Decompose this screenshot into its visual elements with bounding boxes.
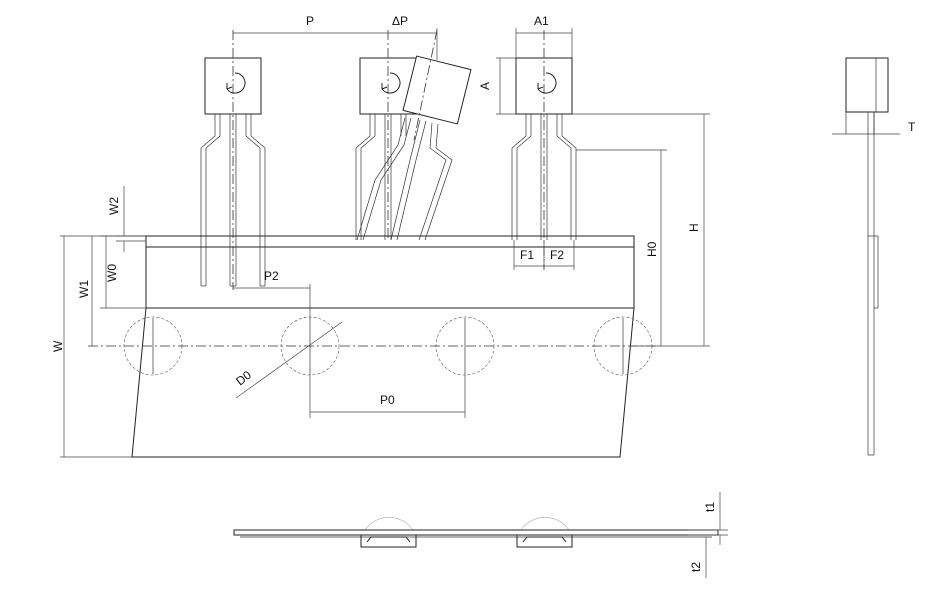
bottom-view (233, 492, 728, 578)
transistor-2 (355, 30, 417, 240)
label-W: W (51, 340, 65, 352)
label-P2: P2 (264, 269, 279, 283)
transistor-3 (511, 30, 577, 270)
label-A1: A1 (534, 14, 549, 28)
label-dP: ΔP (392, 14, 408, 28)
side-view (832, 57, 900, 456)
label-A: A (478, 82, 492, 90)
label-H0: H0 (645, 241, 659, 257)
label-t1: t1 (703, 502, 717, 512)
label-T: T (908, 120, 916, 134)
label-t2: t2 (689, 562, 703, 572)
label-F1: F1 (520, 248, 534, 262)
label-W2: W2 (107, 197, 121, 215)
transistor-1 (200, 30, 266, 290)
dimension-labels: P ΔP A1 A T W2 W0 W1 W P2 F1 F2 H0 H D0 … (51, 14, 916, 572)
label-P0: P0 (380, 393, 395, 407)
label-W0: W0 (105, 264, 119, 282)
label-F2: F2 (550, 248, 564, 262)
dimension-lines (60, 28, 710, 458)
carrier-tape (131, 235, 635, 458)
label-P: P (306, 14, 314, 28)
label-W1: W1 (77, 280, 91, 298)
label-D0: D0 (233, 368, 254, 389)
label-H: H (687, 223, 701, 232)
transistor-2-tilted (356, 29, 472, 241)
sprocket-holes (88, 316, 660, 376)
